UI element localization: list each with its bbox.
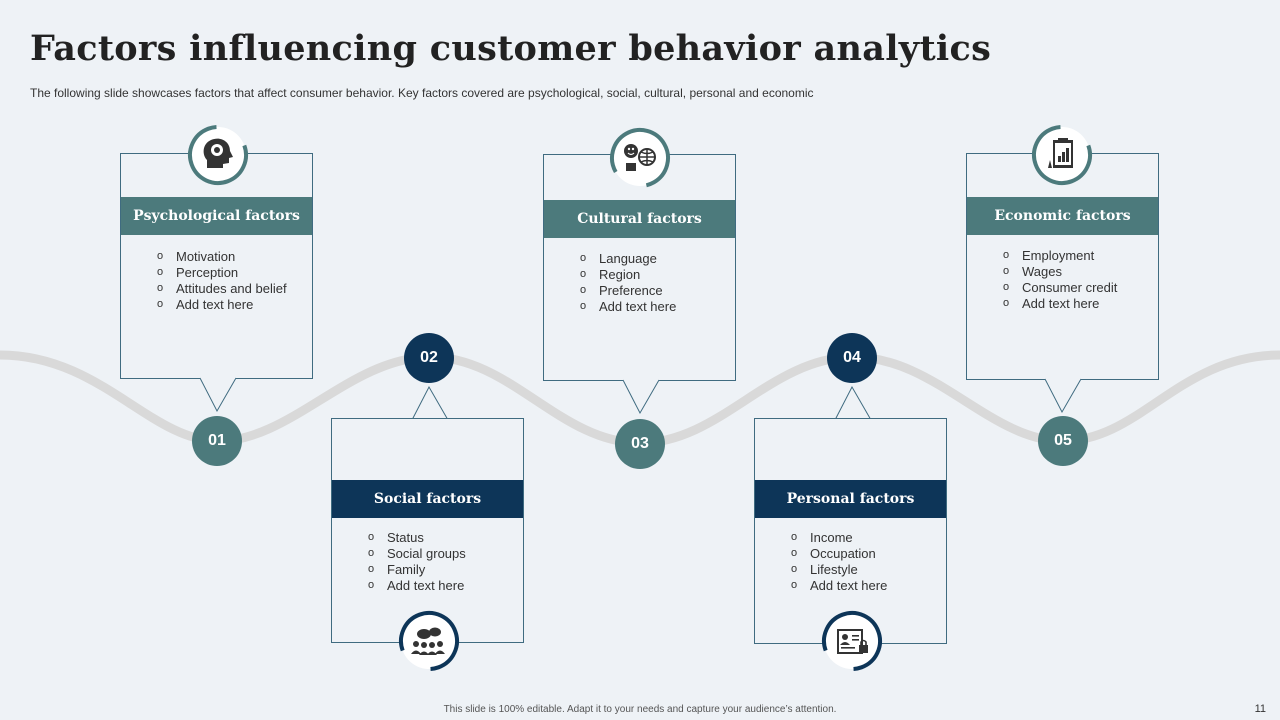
card-cultural: Cultural factors Language Region Prefere… bbox=[543, 154, 736, 381]
card-social: Social factors Status Social groups Fami… bbox=[331, 418, 524, 643]
list-item: Employment bbox=[1003, 247, 1117, 264]
list-item: Add text here bbox=[157, 296, 287, 313]
card-pointer-psychological bbox=[199, 377, 237, 413]
list-item: Motivation bbox=[157, 248, 287, 265]
card-pointer-economic bbox=[1044, 378, 1082, 414]
list-item: Add text here bbox=[580, 298, 676, 315]
list-item: Attitudes and belief bbox=[157, 280, 287, 297]
report-chart-icon bbox=[1031, 124, 1093, 186]
card-list-personal: Income Occupation Lifestyle Add text her… bbox=[791, 529, 887, 594]
card-title-cultural: Cultural factors bbox=[544, 200, 735, 238]
card-personal: Personal factors Income Occupation Lifes… bbox=[754, 418, 947, 644]
step-number-05: 05 bbox=[1038, 416, 1088, 466]
card-list-cultural: Language Region Preference Add text here bbox=[580, 250, 676, 315]
card-list-psychological: Motivation Perception Attitudes and beli… bbox=[157, 248, 287, 313]
list-item: Status bbox=[368, 529, 466, 546]
card-list-social: Status Social groups Family Add text her… bbox=[368, 529, 466, 594]
list-item: Family bbox=[368, 561, 466, 578]
card-pointer-social bbox=[411, 385, 449, 421]
list-item: Add text here bbox=[1003, 295, 1117, 312]
list-item: Consumer credit bbox=[1003, 279, 1117, 296]
step-number-02: 02 bbox=[404, 333, 454, 383]
card-pointer-cultural bbox=[622, 379, 660, 415]
list-item: Occupation bbox=[791, 545, 887, 562]
list-item: Add text here bbox=[791, 577, 887, 594]
page-subtitle: The following slide showcases factors th… bbox=[30, 86, 814, 100]
head-gear-icon bbox=[187, 124, 249, 186]
list-item: Social groups bbox=[368, 545, 466, 562]
list-item: Perception bbox=[157, 264, 287, 281]
card-title-social: Social factors bbox=[332, 480, 523, 518]
list-item: Language bbox=[580, 250, 676, 267]
card-title-personal: Personal factors bbox=[755, 480, 946, 518]
list-item: Lifestyle bbox=[791, 561, 887, 578]
step-number-03: 03 bbox=[615, 419, 665, 469]
list-item: Region bbox=[580, 266, 676, 283]
people-chat-icon bbox=[398, 610, 460, 672]
card-pointer-personal bbox=[834, 385, 872, 421]
step-number-04: 04 bbox=[827, 333, 877, 383]
list-item: Income bbox=[791, 529, 887, 546]
card-title-economic: Economic factors bbox=[967, 197, 1158, 235]
footer-note: This slide is 100% editable. Adapt it to… bbox=[443, 704, 837, 715]
list-item: Wages bbox=[1003, 263, 1117, 280]
card-title-psychological: Psychological factors bbox=[121, 197, 312, 235]
page-title: Factors influencing customer behavior an… bbox=[30, 28, 992, 69]
card-economic: Economic factors Employment Wages Consum… bbox=[966, 153, 1159, 380]
id-card-lock-icon bbox=[821, 610, 883, 672]
page-number: 11 bbox=[1254, 703, 1266, 715]
card-psychological: Psychological factors Motivation Percept… bbox=[120, 153, 313, 379]
list-item: Preference bbox=[580, 282, 676, 299]
list-item: Add text here bbox=[368, 577, 466, 594]
globe-emoji-icon bbox=[609, 127, 671, 189]
card-list-economic: Employment Wages Consumer credit Add tex… bbox=[1003, 247, 1117, 312]
step-number-01: 01 bbox=[192, 416, 242, 466]
